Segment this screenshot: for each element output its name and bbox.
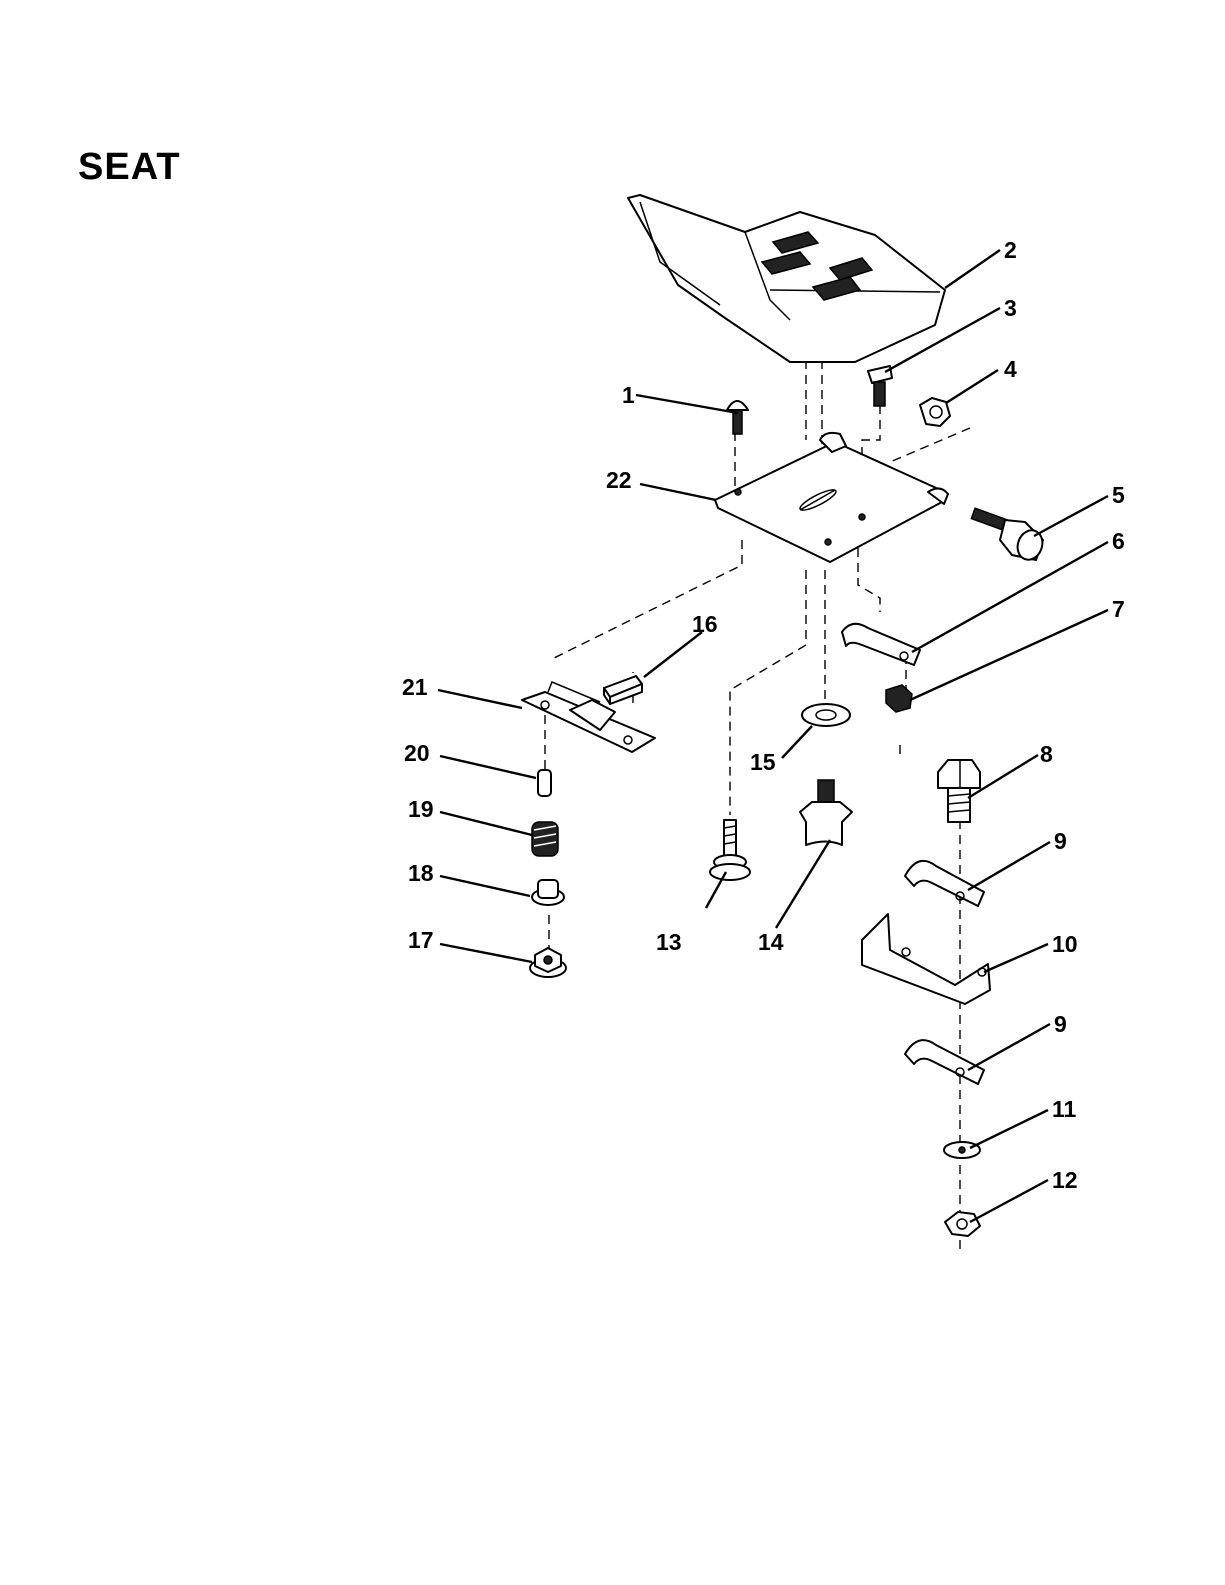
- callout-1: 1: [622, 382, 635, 408]
- callout-14: 14: [758, 929, 784, 955]
- callout-7: 7: [1112, 596, 1125, 622]
- pin: [538, 770, 551, 796]
- seat-bolt: [868, 366, 892, 406]
- callout-12: 12: [1052, 1167, 1078, 1193]
- upper-clip: [905, 861, 984, 906]
- spacer-block: [604, 676, 642, 704]
- flange-nut: [530, 948, 566, 977]
- callout-15: 15: [750, 749, 776, 775]
- callout-2: 2: [1004, 237, 1017, 263]
- callout-3: 3: [1004, 295, 1017, 321]
- callout-9-upper: 9: [1054, 828, 1067, 854]
- adjuster-knob: [532, 880, 564, 905]
- seat-knob: [800, 780, 852, 845]
- hex-bolt: [938, 760, 980, 822]
- stud-bolt: [710, 820, 750, 880]
- mounting-bracket: [862, 914, 990, 1004]
- seat-clip: [842, 624, 920, 665]
- leader-lines: [438, 250, 1108, 1222]
- callout-9-lower: 9: [1054, 1011, 1067, 1037]
- callout-6: 6: [1112, 528, 1125, 554]
- lock-nut: [886, 685, 912, 712]
- callout-5: 5: [1112, 482, 1125, 508]
- callout-13: 13: [656, 929, 682, 955]
- callout-4: 4: [1004, 356, 1017, 382]
- callout-22: 22: [606, 467, 632, 493]
- spring: [532, 822, 558, 856]
- callout-16: 16: [692, 611, 718, 637]
- carriage-bolt: [727, 401, 748, 434]
- callout-18: 18: [408, 860, 434, 886]
- callout-19: 19: [408, 796, 434, 822]
- callout-labels: 1 2 3 4 5 6 7 8 9 10 9 11 12 13 14 15 16…: [402, 237, 1125, 1193]
- seat-pan: [628, 195, 945, 362]
- callout-11: 11: [1052, 1096, 1077, 1122]
- lower-nut: [945, 1212, 980, 1236]
- callout-8: 8: [1040, 741, 1053, 767]
- lower-washer: [944, 1142, 980, 1158]
- callout-21: 21: [402, 674, 428, 700]
- callout-20: 20: [404, 740, 430, 766]
- callout-17: 17: [408, 927, 434, 953]
- callout-10: 10: [1052, 931, 1078, 957]
- lower-clip: [905, 1040, 984, 1084]
- washer: [802, 704, 850, 726]
